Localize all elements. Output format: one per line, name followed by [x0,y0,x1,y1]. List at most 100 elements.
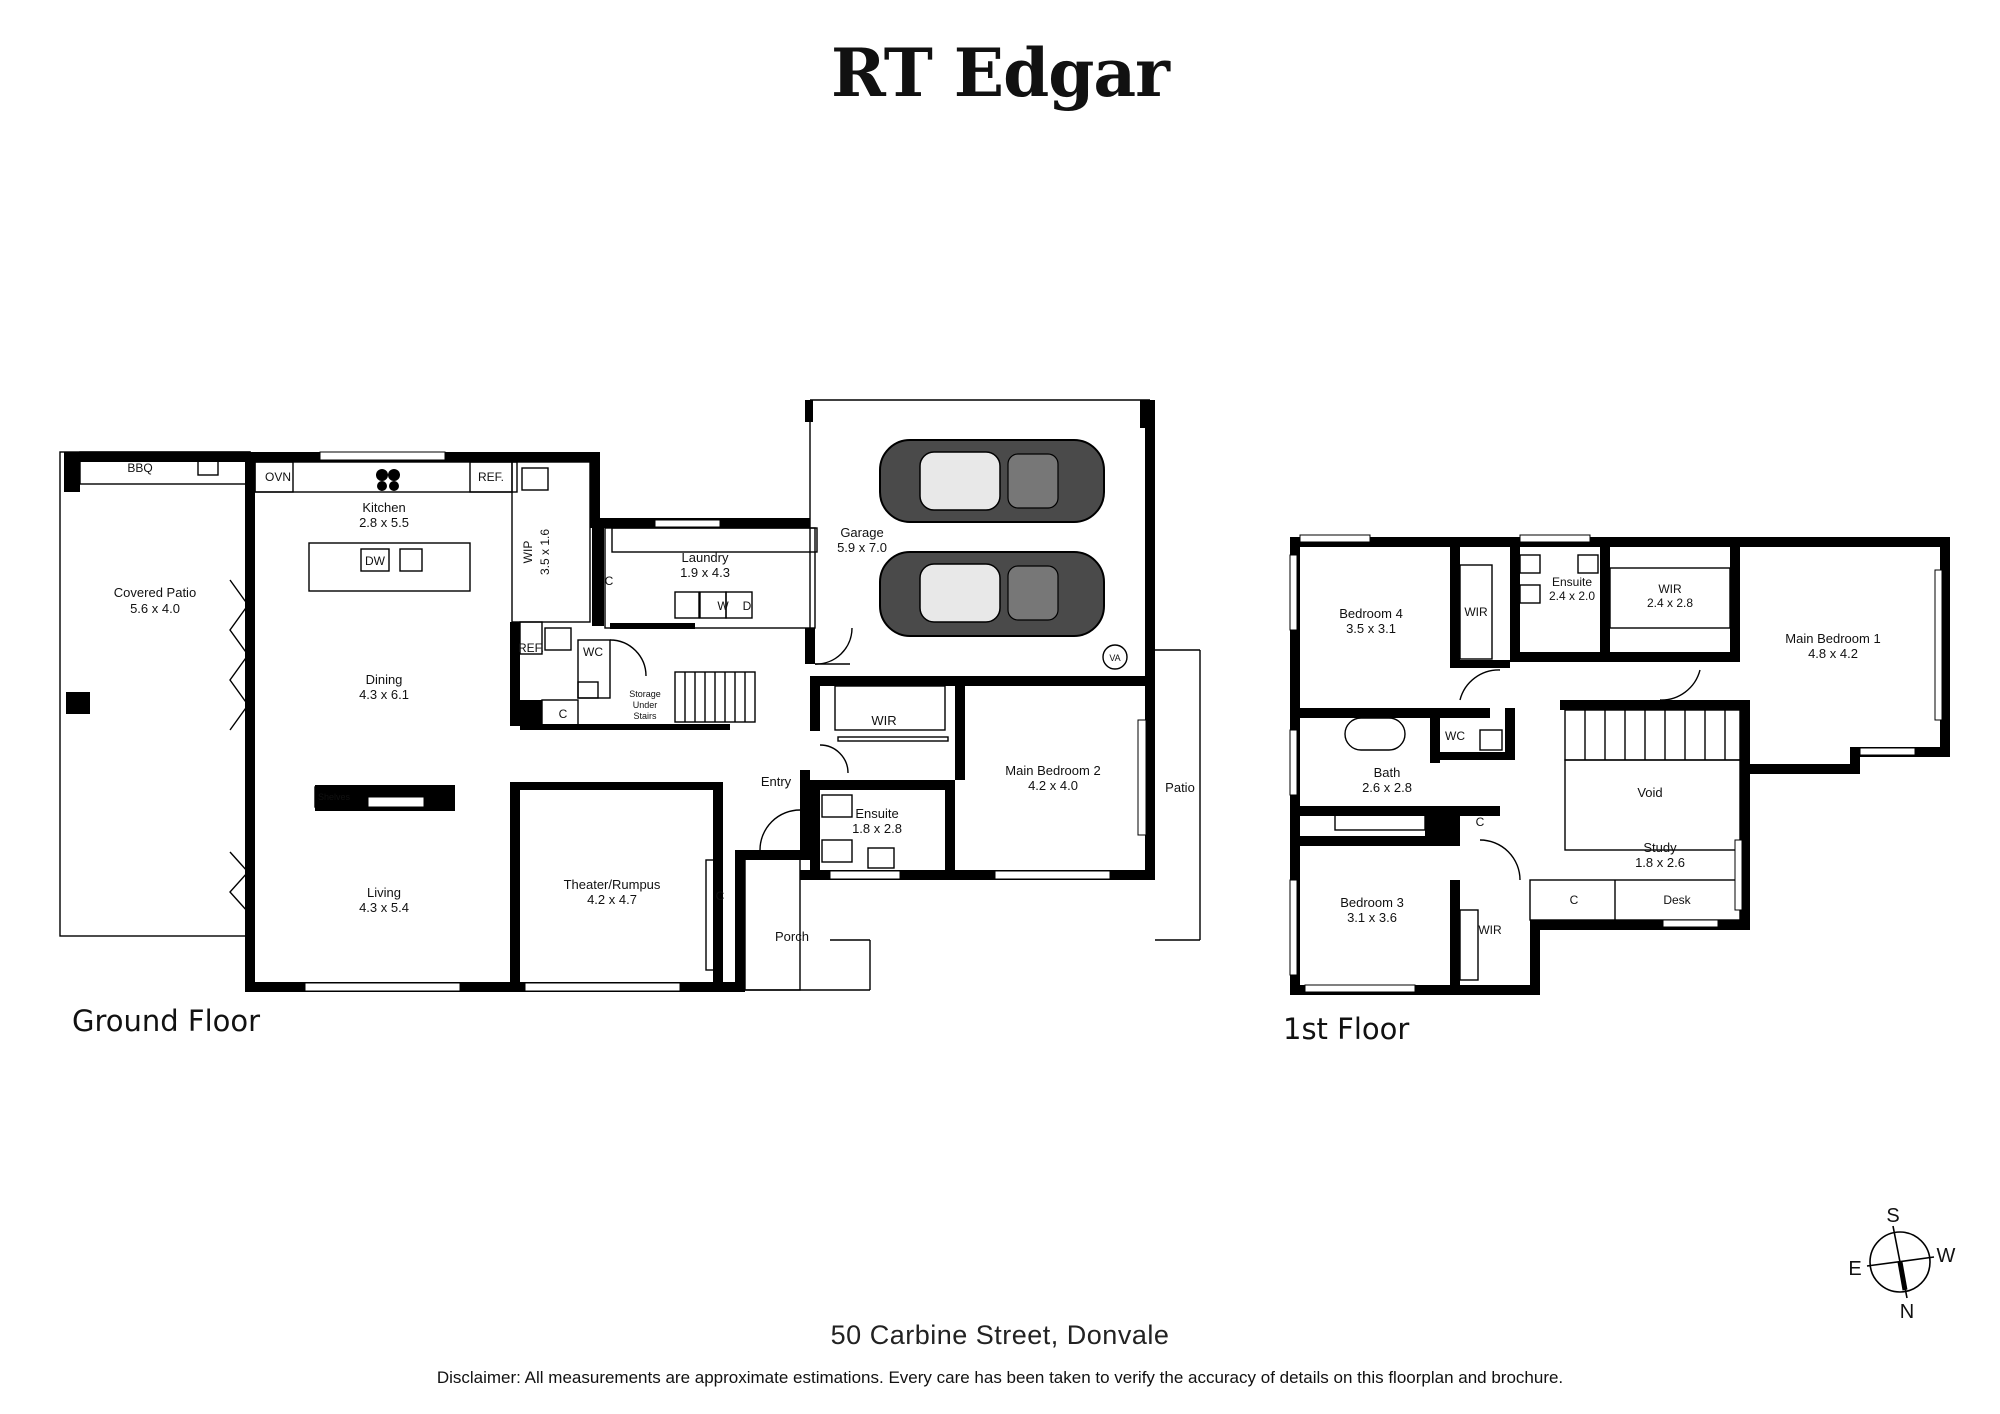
sink-icon [674,591,700,619]
room-label: Study [1643,840,1677,855]
ground-floor-title: Ground Floor [72,1004,261,1038]
bbq-label: BBQ [127,461,152,475]
car-icon [879,551,1105,637]
window [1934,569,1943,721]
window [1137,719,1147,836]
basin-icon [1519,554,1541,574]
compass-rose: S W E N [1848,1205,1955,1323]
window [829,870,901,880]
dryer-label: D [743,599,752,613]
wir-label: WIR [1464,605,1488,619]
room-label: Living [367,885,401,900]
room-size: 3.5 x 1.6 [538,529,552,575]
room-label: Ensuite [1552,575,1592,589]
room-size: 2.4 x 2.0 [1549,589,1595,603]
cupboard-label: C [716,889,725,903]
void-area [1564,759,1741,851]
basin-icon [821,839,853,863]
compass-east: E [1848,1258,1861,1280]
room-size: 5.6 x 4.0 [130,601,180,616]
room-size: 4.2 x 4.0 [1028,778,1078,793]
room-label: WIR [1658,582,1682,596]
room-label: Garage [840,525,883,540]
window [1859,747,1916,756]
fridge-label: REF. [518,641,544,655]
first-floor-plan: Bedroom 4 3.5 x 3.1 WIR Ensuite 2.4 x 2.… [1289,534,1950,995]
sink-icon [521,467,549,491]
basin-icon [821,794,853,818]
wc-label: WC [1445,729,1465,743]
basin-icon [1519,584,1541,604]
room-label: Main Bedroom 2 [1005,763,1100,778]
room-size: 4.2 x 4.7 [587,892,637,907]
compass-south: S [1886,1205,1899,1227]
window [1289,554,1298,631]
room-size: 1.9 x 4.3 [680,565,730,580]
room-label: Main Bedroom 1 [1785,631,1880,646]
storage-label: Storage [629,689,661,699]
va-label: VA [1109,653,1120,663]
va-symbol [1102,644,1128,670]
window [1299,534,1371,543]
washer-label: W [717,599,729,613]
room-size: 2.6 x 2.8 [1362,780,1412,795]
room-size: 4.8 x 4.2 [1808,646,1858,661]
cupboard-label: C [1476,815,1485,829]
room-label: Bath [1374,765,1401,780]
stairs [1564,709,1741,761]
room-size: 2.4 x 2.8 [1647,596,1693,610]
bathtub-icon [1344,717,1406,751]
room-size: 3.5 x 3.1 [1346,621,1396,636]
room-size: 2.8 x 5.5 [359,515,409,530]
window [319,451,446,461]
room-label: Bedroom 3 [1340,895,1404,910]
ground-floor-plan: Covered Patio 5.6 x 4.0 BBQ OVN REF. Kit… [59,399,1201,992]
room-size: 1.8 x 2.6 [1635,855,1685,870]
window [1734,839,1743,911]
storage-label: Stairs [633,711,657,721]
toilet-icon [867,847,895,869]
window [994,870,1111,880]
window [524,982,681,992]
dishwasher-label: DW [365,554,386,568]
toilet-icon [1479,729,1503,751]
room-label: Ensuite [855,806,898,821]
cupboard-label: C [559,707,568,721]
wir-label: WIR [1478,923,1502,937]
garage-door-swing [814,627,853,665]
disclaimer-text: Disclaimer: All measurements are approxi… [436,1368,1564,1387]
room-size: 4.3 x 5.4 [359,900,409,915]
brand-logo: RT Edgar [831,34,1170,112]
window [304,982,461,992]
room-size: 1.8 x 2.8 [852,821,902,836]
compass-west: W [1937,1245,1956,1267]
room-size: 5.9 x 7.0 [837,540,887,555]
compass-north: N [1900,1301,1914,1323]
stairs [674,671,756,723]
sink-icon [399,548,423,572]
wc-label: WC [583,645,603,659]
window [1519,534,1591,543]
void-label: Void [1637,785,1662,800]
window [1304,984,1416,993]
room-size: 4.3 x 6.1 [359,687,409,702]
entry-label: Entry [761,774,792,789]
storage-label: Under [633,700,658,710]
desk-label: Desk [1663,893,1691,907]
room-label: Kitchen [362,500,405,515]
room-label: Bedroom 4 [1339,606,1403,621]
porch-label: Porch [775,929,809,944]
first-floor-title: 1st Floor [1283,1012,1410,1046]
cooktop-icon [376,469,388,481]
patio-label: Patio [1165,780,1195,795]
window [1662,919,1719,928]
sink-icon [197,454,219,476]
room-label: Covered Patio [114,585,196,600]
window [1289,729,1298,796]
patio-post [66,692,90,714]
room-label: Theater/Rumpus [564,877,661,892]
cupboard-label: C [605,574,614,588]
kitchen-island [308,542,471,592]
window [654,519,721,528]
